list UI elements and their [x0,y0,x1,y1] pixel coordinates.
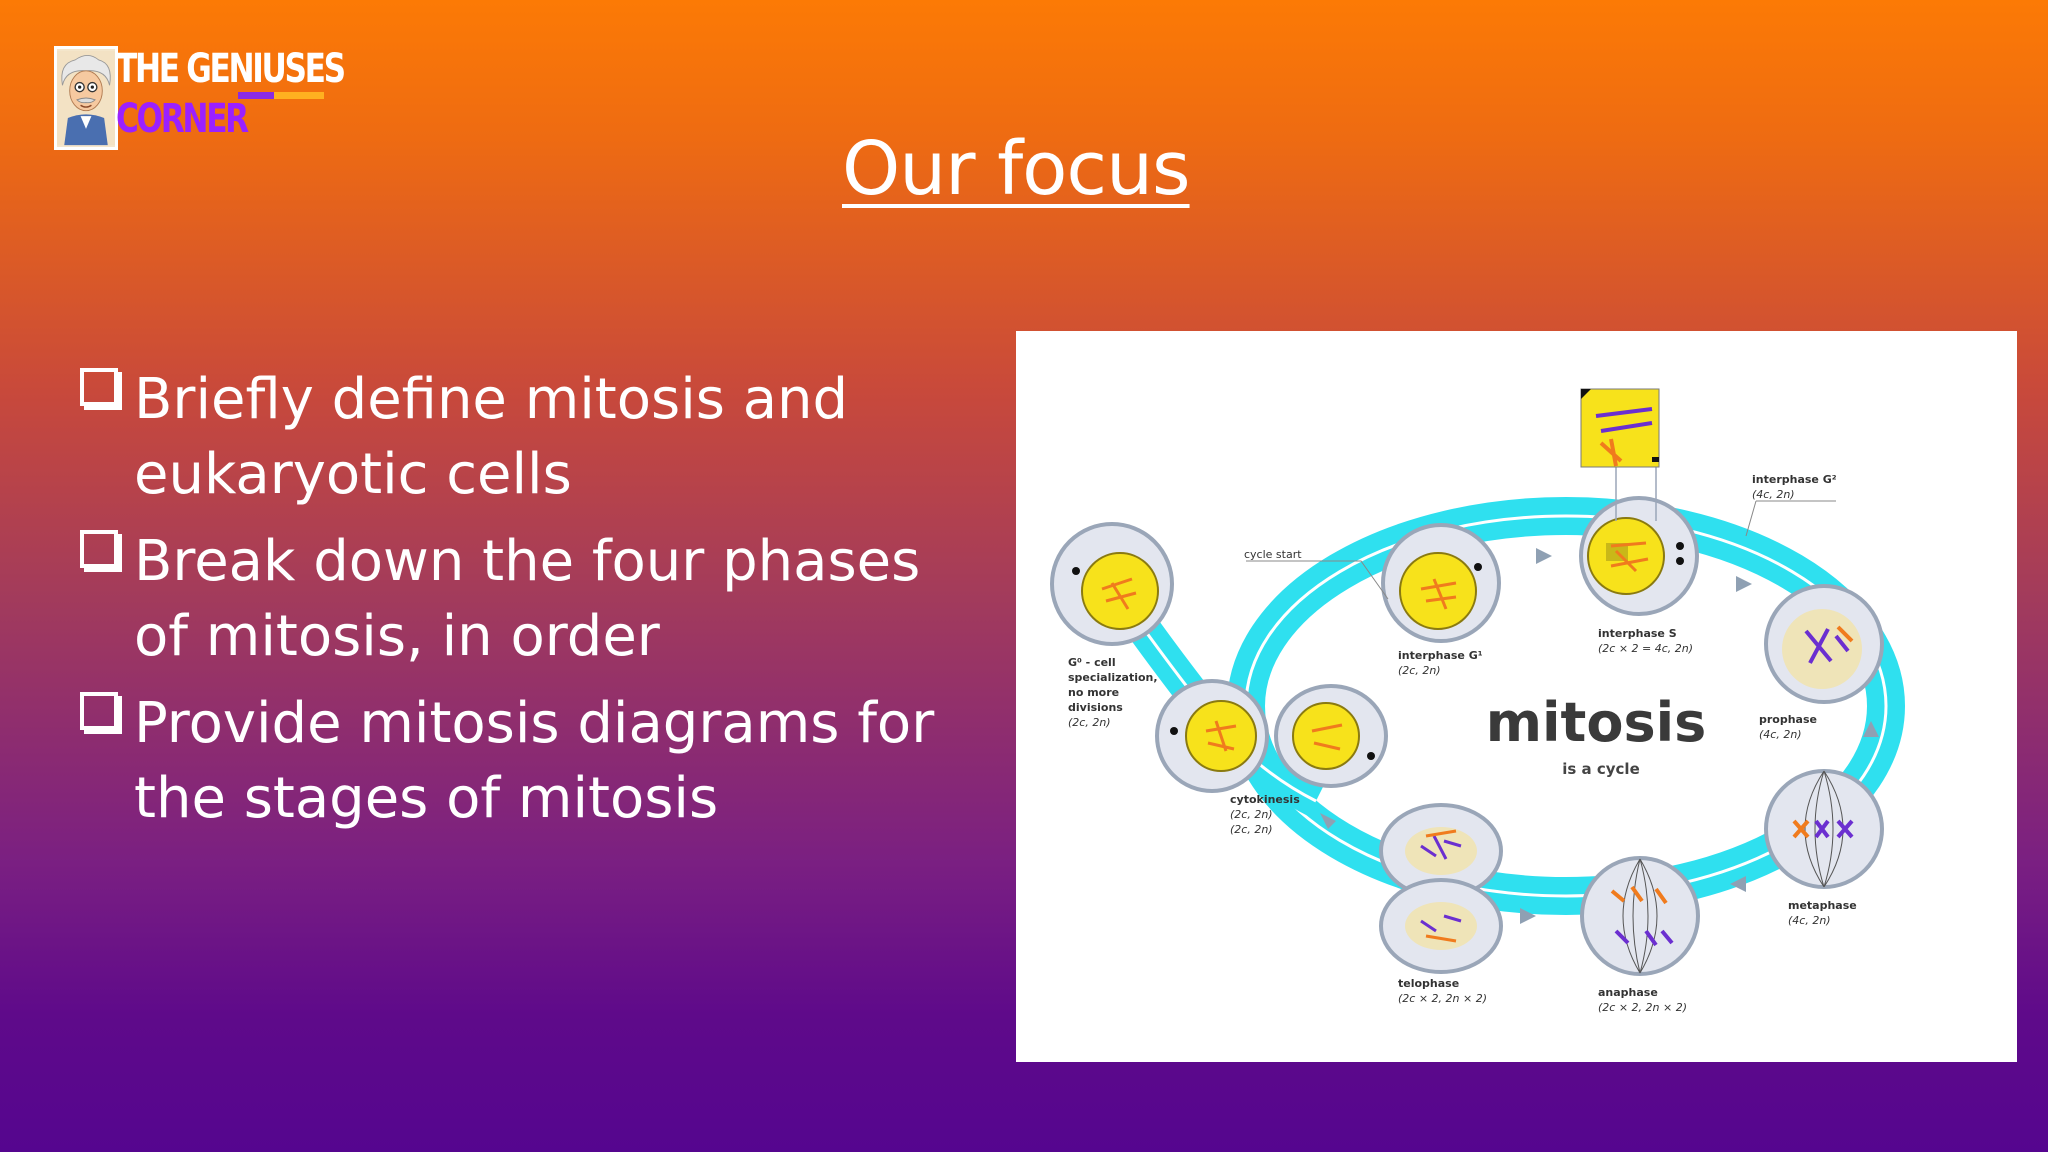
bullet-item: Briefly define mitosis and eukaryotic ce… [80,362,980,512]
label-g1-1: interphase G¹ [1398,649,1483,662]
mitosis-cycle-svg: mitosis is a cycle cycle start G⁰ - cell… [1050,388,1905,1014]
label-cycle-start: cycle start [1244,548,1302,561]
einstein-portrait [57,50,115,146]
label-g1-2: (2c, 2n) [1398,664,1441,677]
label-g0-4: divisions [1068,701,1123,714]
label-prophase-1: prophase [1759,713,1817,726]
bullet-text: Briefly define mitosis and eukaryotic ce… [134,367,849,507]
label-g0-1: G⁰ - cell [1068,656,1116,669]
diagram-heading: mitosis [1486,691,1706,754]
page-title: Our focus [842,126,1191,212]
label-g0-3: no more [1068,686,1119,699]
logo-bar-purple [238,92,274,99]
bullet-list: Briefly define mitosis and eukaryotic ce… [80,362,980,848]
checkbox-icon [80,692,118,730]
cell-g0 [1050,522,1174,646]
label-anaphase-1: anaphase [1598,986,1658,999]
label-s-2: (2c × 2 = 4c, 2n) [1598,642,1693,655]
bullet-text: Provide mitosis diagrams for the stages … [134,691,935,831]
cell-g1 [1381,523,1501,643]
title-wrap: Our focus [842,126,1206,212]
cell-metaphase [1764,769,1884,889]
label-cyto-3: (2c, 2n) [1230,823,1273,836]
label-prophase-2: (4c, 2n) [1759,728,1802,741]
logo-text-line2: CORNER [116,96,249,142]
label-cyto-1: cytokinesis [1230,793,1300,806]
cell-s [1579,496,1699,616]
label-g2-1: interphase G² [1752,473,1837,486]
cell-prophase [1764,584,1884,704]
s-phase-zoom [1580,388,1660,521]
bullet-text: Break down the four phases of mitosis, i… [134,529,921,669]
cell-cyto-1 [1155,679,1269,793]
cell-anaphase [1580,856,1700,976]
flow-arrows [1320,548,1879,924]
label-g0-2: specialization, [1068,671,1158,684]
cell-cyto-2 [1274,684,1388,788]
logo-text-line1: THE GENIUSES [116,46,346,92]
bullet-item: Provide mitosis diagrams for the stages … [80,686,980,836]
label-g2-2: (4c, 2n) [1752,488,1795,501]
label-metaphase-1: metaphase [1788,899,1857,912]
checkbox-icon [80,530,118,568]
label-anaphase-2: (2c × 2, 2n × 2) [1598,1001,1687,1014]
einstein-portrait-icon [54,46,118,150]
logo-bar-orange [274,92,324,99]
checkbox-icon [80,368,118,406]
label-telophase-1: telophase [1398,977,1459,990]
label-g0-5: (2c, 2n) [1068,716,1111,729]
cell-telophase [1379,803,1503,974]
logo: THE GENIUSES CORNER [54,44,346,154]
label-s-1: interphase S [1598,627,1677,640]
bullet-item: Break down the four phases of mitosis, i… [80,524,980,674]
label-cyto-2: (2c, 2n) [1230,808,1273,821]
label-metaphase-2: (4c, 2n) [1788,914,1831,927]
label-telophase-2: (2c × 2, 2n × 2) [1398,992,1487,1005]
mitosis-diagram: mitosis is a cycle cycle start G⁰ - cell… [1016,331,2017,1062]
diagram-subheading: is a cycle [1562,760,1640,778]
